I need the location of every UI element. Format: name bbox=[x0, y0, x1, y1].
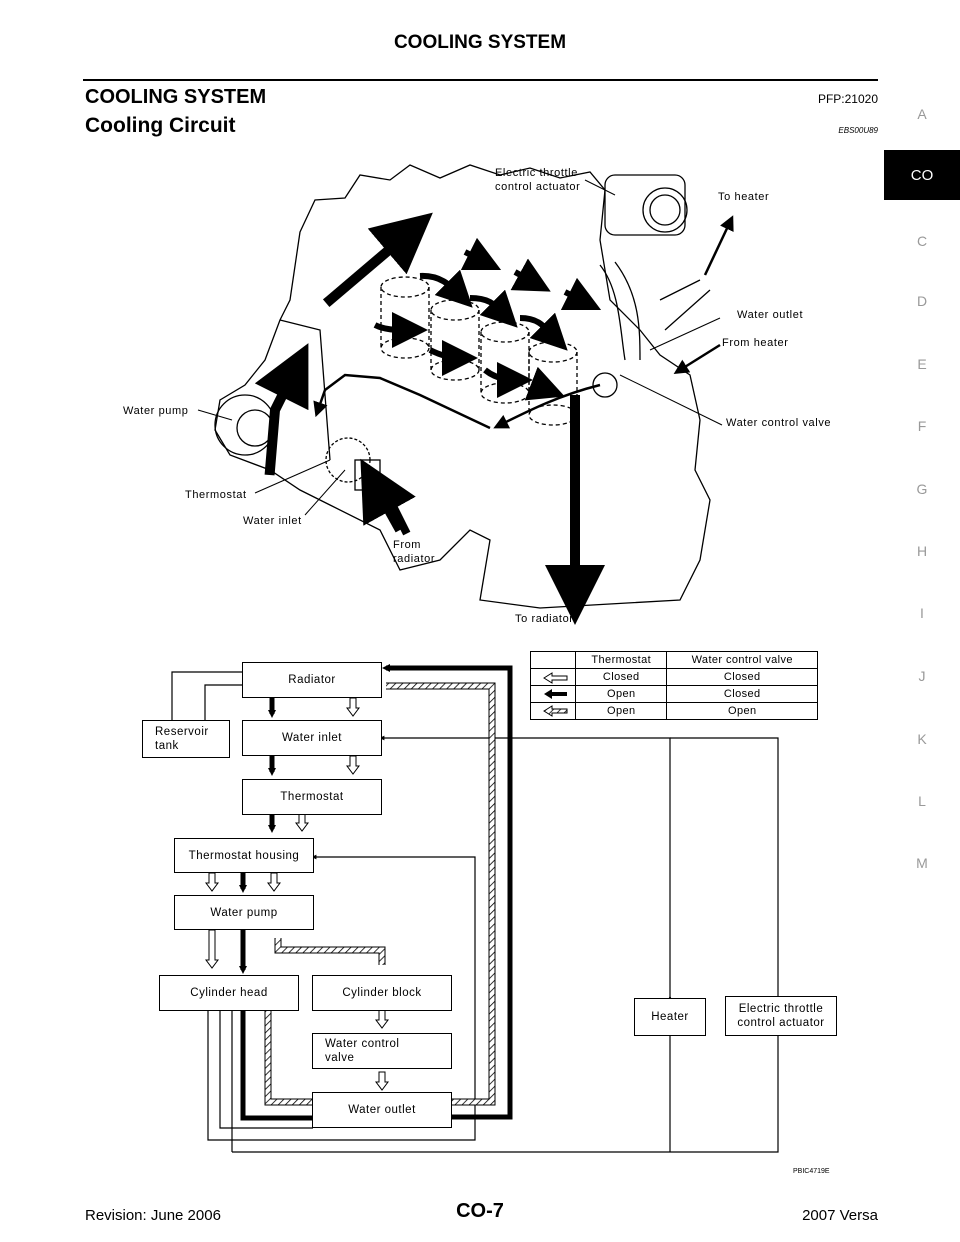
legend-col-valve: Water control valve bbox=[666, 651, 818, 669]
box-water-pump: Water pump bbox=[174, 895, 314, 930]
running-header: COOLING SYSTEM bbox=[393, 32, 567, 53]
footer-revision: Revision: June 2006 bbox=[85, 1207, 221, 1224]
legend-valve-state: Closed bbox=[666, 685, 818, 703]
label-to-radiator: To radiator bbox=[515, 613, 574, 625]
tab-f[interactable]: F bbox=[917, 418, 927, 434]
box-water-control-valve: Water control valve bbox=[312, 1033, 452, 1069]
section-title: COOLING SYSTEM bbox=[85, 86, 267, 108]
legend-valve-state: Open bbox=[666, 702, 818, 720]
legend-row-hollow: Closed Closed bbox=[530, 668, 818, 686]
label-from-heater: From heater bbox=[722, 337, 789, 349]
tab-m[interactable]: M bbox=[916, 855, 928, 871]
tab-e[interactable]: E bbox=[917, 356, 927, 372]
legend-row-solid: Open Closed bbox=[530, 685, 818, 703]
tab-l[interactable]: L bbox=[918, 793, 926, 809]
tab-co-active[interactable]: CO bbox=[884, 150, 960, 200]
box-cylinder-block: Cylinder block bbox=[312, 975, 452, 1011]
tab-j[interactable]: J bbox=[918, 668, 926, 684]
footer-model: 2007 Versa bbox=[802, 1207, 878, 1224]
legend-arrow-header bbox=[530, 651, 576, 669]
part-code: PFP:21020 bbox=[817, 92, 878, 106]
label-thermostat: Thermostat bbox=[185, 489, 247, 501]
legend-thermostat-state: Open bbox=[574, 702, 668, 720]
box-reservoir-tank: Reservoir tank bbox=[142, 720, 230, 758]
engine-illustration bbox=[197, 164, 734, 625]
figure-id: PBIC4719E bbox=[793, 1168, 830, 1175]
header-rule bbox=[83, 79, 878, 81]
label-to-heater: To heater bbox=[718, 191, 770, 203]
footer-page-number: CO-7 bbox=[456, 1200, 504, 1222]
legend-header-row: Thermostat Water control valve bbox=[530, 651, 818, 669]
box-cylinder-head: Cylinder head bbox=[159, 975, 299, 1011]
label-water-inlet: Water inlet bbox=[243, 515, 302, 527]
box-water-inlet: Water inlet bbox=[242, 720, 382, 756]
legend-table: Thermostat Water control valve Closed Cl… bbox=[530, 651, 818, 720]
box-thermostat: Thermostat bbox=[242, 779, 382, 815]
hatched-arrow-icon bbox=[530, 702, 576, 720]
hollow-arrow-icon bbox=[530, 668, 576, 686]
label-from-radiator: From radiator bbox=[393, 539, 436, 565]
box-thermostat-housing: Thermostat housing bbox=[174, 838, 314, 873]
tab-h[interactable]: H bbox=[916, 543, 928, 559]
solid-arrow-icon bbox=[530, 685, 576, 703]
legend-thermostat-state: Closed bbox=[574, 668, 668, 686]
legend-valve-state: Closed bbox=[666, 668, 818, 686]
tab-co-label: CO bbox=[910, 166, 934, 184]
box-water-outlet: Water outlet bbox=[312, 1092, 452, 1128]
tab-c[interactable]: C bbox=[916, 233, 928, 249]
box-electric-throttle: Electric throttle control actuator bbox=[725, 996, 837, 1036]
box-heater: Heater bbox=[634, 998, 706, 1036]
legend-row-hatched: Open Open bbox=[530, 702, 818, 720]
doc-code: EBS00U89 bbox=[838, 126, 878, 135]
tab-i[interactable]: I bbox=[920, 605, 924, 621]
label-water-pump: Water pump bbox=[123, 405, 189, 417]
tab-a[interactable]: A bbox=[917, 106, 927, 122]
flowchart-lines bbox=[171, 664, 781, 1153]
tab-d[interactable]: D bbox=[916, 293, 928, 309]
tab-k[interactable]: K bbox=[917, 731, 927, 747]
tab-g[interactable]: G bbox=[916, 481, 928, 497]
subsection-title: Cooling Circuit bbox=[85, 114, 236, 137]
legend-col-thermostat: Thermostat bbox=[574, 651, 668, 669]
label-throttle: Electric throttle control actuator bbox=[495, 167, 581, 193]
legend-thermostat-state: Open bbox=[574, 685, 668, 703]
label-water-control-valve: Water control valve bbox=[726, 417, 832, 429]
box-radiator: Radiator bbox=[242, 662, 382, 698]
label-water-outlet: Water outlet bbox=[737, 309, 804, 321]
